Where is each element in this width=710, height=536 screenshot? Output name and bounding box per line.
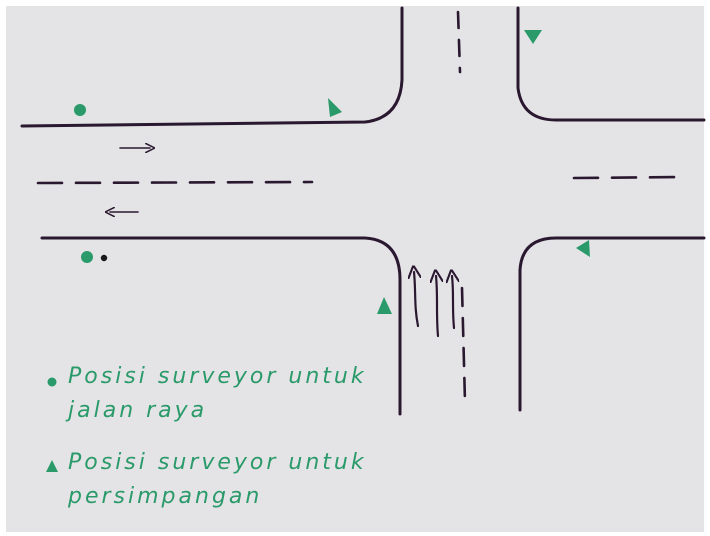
legend-triangle-icon: [46, 460, 58, 472]
legend-junction-line2: persimpangan: [68, 484, 263, 509]
junction-surveyor-marker-northwest: [328, 98, 342, 117]
road-surveyor-marker-north: [74, 104, 86, 116]
legend-circle-icon: [47, 377, 57, 387]
junction-surveyor-marker-east: [576, 240, 590, 257]
legend-junction-line1: Posisi surveyor untuk: [68, 450, 367, 475]
centerline-east: [572, 175, 686, 180]
road-surveyor-marker-south: [81, 251, 93, 263]
traffic-arrow-north-left: [414, 272, 418, 328]
black-dot-marker: [100, 254, 108, 262]
centerline-west: [36, 180, 314, 185]
centerline-south: [460, 286, 467, 404]
paper-background: [6, 6, 704, 532]
road-edge-top-right: [516, 6, 706, 122]
junction-surveyor-marker-north: [524, 30, 542, 44]
road-edge-bottom-left: [40, 236, 402, 416]
legend-road-line2: jalan raya: [68, 398, 208, 423]
road-edge-bottom-right: [518, 236, 706, 412]
traffic-arrow-north-center: [436, 276, 438, 338]
traffic-arrow-north-right: [452, 276, 454, 330]
centerline-north: [456, 10, 462, 74]
road-edge-top-left: [20, 6, 404, 128]
legend-road-label: Posisi surveyor untuk jalan raya: [68, 360, 367, 428]
legend-road-line1: Posisi surveyor untuk: [68, 364, 367, 389]
junction-surveyor-marker-southwest: [377, 297, 392, 314]
legend-junction-label: Posisi surveyor untuk persimpangan: [68, 446, 367, 514]
